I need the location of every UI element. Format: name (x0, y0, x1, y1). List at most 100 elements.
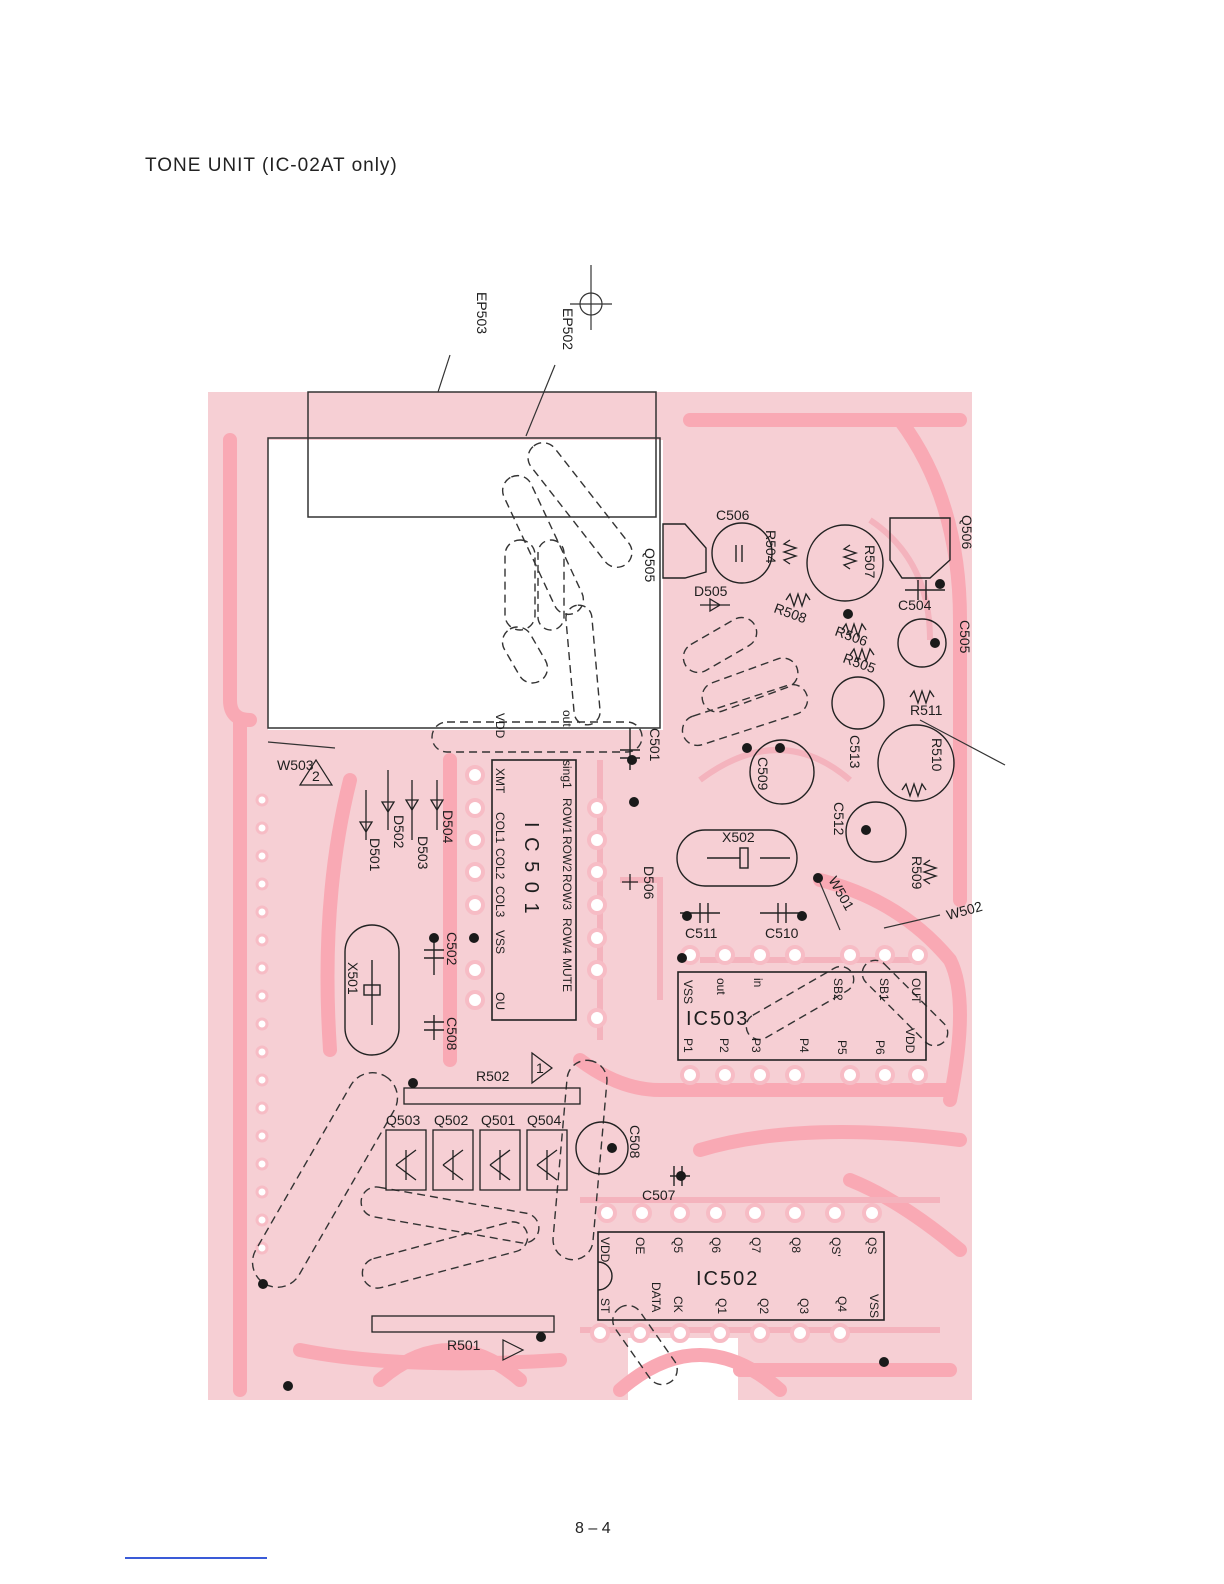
ic502-pin: Q4 (835, 1296, 849, 1312)
ic501-pin: COL3 (493, 886, 507, 918)
label-c506: C506 (716, 507, 750, 523)
warning-triangle-2: 2 (312, 768, 320, 784)
ic501-pin: ROW2 (560, 836, 574, 872)
transistor-array (385, 1129, 568, 1191)
ic502-pin: Q2 (757, 1298, 771, 1314)
label-q506: Q506 (959, 515, 975, 549)
label-q502: Q502 (434, 1112, 468, 1128)
pads-ic502 (590, 1203, 882, 1343)
ic501-pin: COL2 (493, 848, 507, 880)
label-c501: C501 (647, 728, 663, 762)
component-outlines (344, 517, 955, 1175)
ic-outlines (491, 759, 927, 1321)
label-x502: X502 (722, 829, 755, 845)
label-c513: C513 (847, 735, 863, 769)
ic502-pin: Q6 (709, 1237, 723, 1253)
label-q501: Q501 (481, 1112, 515, 1128)
ic501-pin: ROW3 (560, 874, 574, 910)
label-r504: R504 (763, 530, 779, 564)
ic503-pin: P6 (873, 1040, 887, 1055)
ic501-pin: COL1 (493, 812, 507, 844)
ic503-body (677, 971, 927, 1061)
solder-points (258, 579, 945, 1391)
board-cutout (268, 440, 663, 730)
label-r511: R511 (910, 702, 943, 718)
ic503-pin: P5 (835, 1040, 849, 1055)
label-c511: C511 (685, 925, 718, 941)
ic503-pin: out (714, 978, 728, 995)
ic502-pin: CK (671, 1296, 685, 1313)
ic503-pin: SB1 (877, 978, 891, 1001)
label-q504: Q504 (527, 1112, 561, 1128)
ic502-pin: Q1 (715, 1298, 729, 1314)
ic501-pin: VDD (493, 713, 507, 739)
ic502-pins-bottom: ST DATA CK Q1 Q2 Q3 Q4 VSS (598, 1282, 881, 1318)
page-title: TONE UNIT (IC-02AT only) (145, 155, 398, 176)
ic503-pin: P4 (797, 1038, 811, 1053)
shield-outlines (267, 391, 661, 729)
ic501-pin: ROW1 (560, 798, 574, 834)
ic503-name: IC503 (686, 1008, 749, 1030)
ic502-pin: QS (865, 1237, 879, 1254)
warning-triangle-1: 1 (536, 1060, 544, 1076)
pads-left-column (255, 793, 269, 1255)
label-d504: D504 (440, 810, 456, 844)
ic503-pin: OUT (909, 978, 923, 1004)
ic503-pin: P1 (681, 1038, 695, 1053)
ic501-pin: XMT (493, 768, 507, 794)
label-ep503: EP503 (474, 292, 490, 334)
ic503-pins-top: VSS out in SB2 SB1 OUT (681, 978, 923, 1004)
ic502-pin: VSS (867, 1294, 881, 1318)
resistor-symbols (371, 539, 939, 1333)
label-c508: C508 (627, 1125, 643, 1159)
pads-ic501 (465, 765, 607, 1028)
ic501-pin: MUTE (560, 958, 574, 992)
pads-ic503 (680, 945, 928, 1085)
ic502-pins-top: VDD OE Q5 Q6 Q7 Q8 QS' QS (598, 1237, 879, 1263)
label-r501: R501 (447, 1337, 481, 1353)
diode-symbols (358, 597, 730, 890)
label-d502: D502 (391, 815, 407, 849)
label-d501: D501 (367, 838, 383, 872)
component-symbols (363, 545, 945, 1186)
dashed-jumpers (251, 442, 949, 1386)
ic501-pins-bottom: out sing1 ROW1 ROW2 ROW3 ROW4 MUTE (560, 710, 574, 992)
copper-traces (223, 413, 967, 1397)
ic502-notch (597, 1261, 613, 1291)
label-c505: C505 (957, 620, 973, 654)
warning-triangles (298, 758, 553, 1361)
ic502-body (597, 1231, 885, 1321)
ic502-name: IC502 (696, 1268, 759, 1290)
ic501-pin: OU (493, 992, 507, 1010)
label-c509: C509 (755, 757, 771, 791)
ic501-pin: ROW4 (560, 918, 574, 954)
label-c507: C507 (642, 1187, 676, 1203)
label-d503: D503 (415, 836, 431, 870)
ic503-pin: in (751, 978, 765, 987)
ic502-pin: ST (598, 1298, 612, 1314)
label-r507: R507 (862, 545, 878, 579)
ic502-pin: VDD (598, 1237, 612, 1263)
label-c512: C512 (831, 802, 847, 836)
ic502-pin: Q8 (789, 1237, 803, 1253)
ic501-pins-top: VDD XMT COL1 COL2 COL3 VSS OU (493, 713, 507, 1010)
ic502-pin: QS' (829, 1237, 843, 1257)
ic501-pin: out (560, 710, 574, 727)
ic502-pin: Q7 (749, 1237, 763, 1253)
ic502-pin: Q3 (797, 1298, 811, 1314)
label-x501: X501 (345, 962, 361, 995)
ic503-pin: P2 (717, 1038, 731, 1053)
ic502-pin: Q5 (671, 1237, 685, 1253)
label-q503: Q503 (386, 1112, 420, 1128)
ic501-body (491, 759, 577, 1021)
label-c504: C504 (898, 597, 932, 613)
ic503-pins-bottom: P1 P2 P3 P4 P5 P6 VDD (681, 1028, 917, 1055)
label-c502: C502 (444, 932, 460, 966)
label-ep502: EP502 (560, 308, 576, 350)
label-w503: W503 (277, 757, 314, 773)
ic503-pin: VDD (903, 1028, 917, 1054)
label-d506: D506 (641, 866, 657, 900)
label-q505: Q505 (642, 548, 658, 582)
registration-mark (570, 265, 612, 330)
page-number: 8 – 4 (575, 1520, 611, 1537)
